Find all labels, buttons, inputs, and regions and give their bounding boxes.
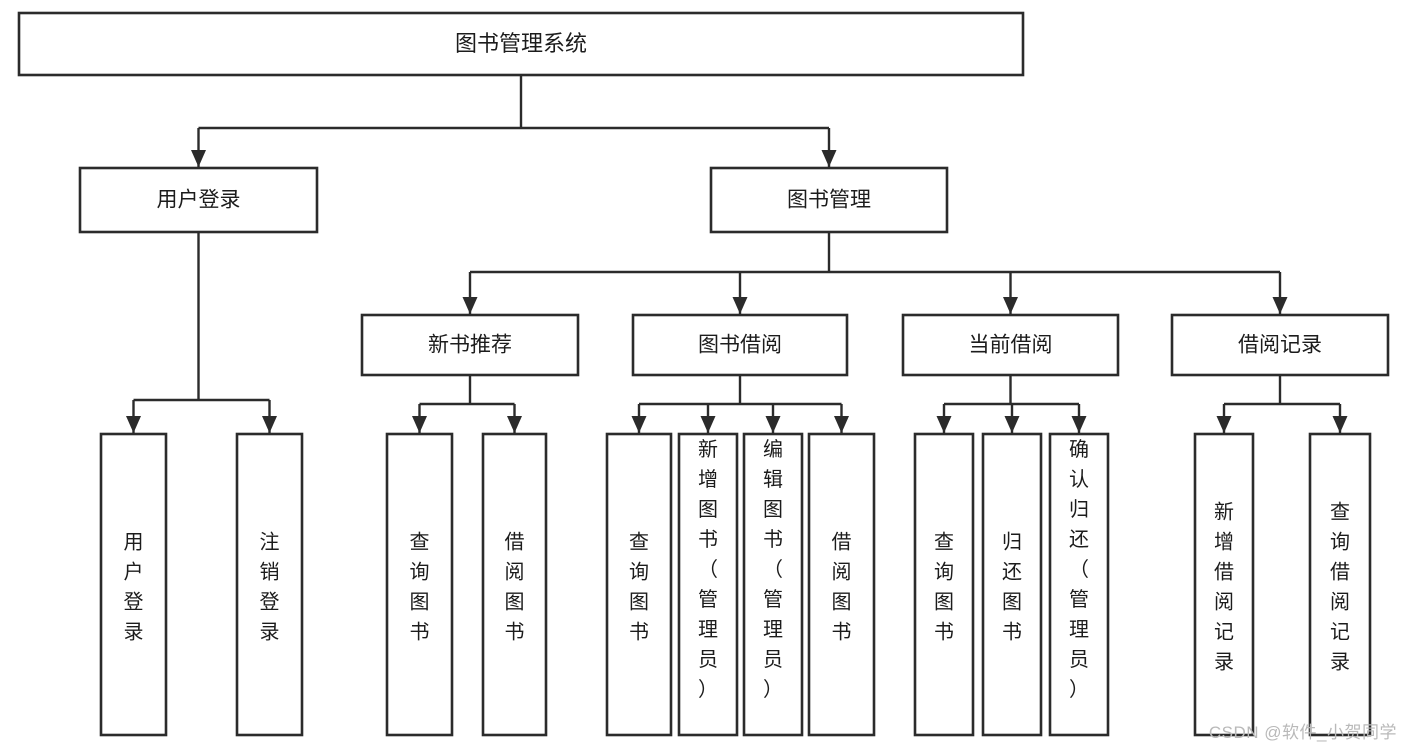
arrow-head-icon (412, 416, 427, 433)
connector-layer (126, 75, 1348, 433)
node-rect (1170, 313, 1390, 377)
leaf-node-e69fa5e8afa2e59bbee4b9a6[interactable]: 查询图书 (913, 432, 975, 737)
leaf-node-e6b3a8e99480e799bbe5bd95[interactable]: 注销登录 (235, 432, 304, 737)
level2-node-e59bbee4b9a6e7aea1e79086[interactable]: 图书管理 (709, 166, 949, 234)
node-layer: 图书管理系统用户登录用户登录注销登录图书管理新书推荐查询图书借阅图书图书借阅查询… (17, 11, 1390, 737)
leaf-node-e696b0e5a29ee59bbee4b9a6[interactable]: 新增图书（管理员） (677, 432, 739, 737)
leaf-node-e5bd92e8bf98e59bbee4b9a6[interactable]: 归还图书 (981, 432, 1043, 737)
arrow-head-icon (1071, 416, 1087, 433)
arrow-head-icon (631, 416, 647, 433)
level3-node-e5809fe99885e8aeb0e5bd95[interactable]: 借阅记录 (1170, 313, 1390, 377)
node-label: 用户登录 (157, 189, 241, 212)
leaf-label: 查询图书 (934, 531, 954, 644)
leaf-node-e5809fe99885e59bbee4b9a6[interactable]: 借阅图书 (807, 432, 876, 737)
node-rect (807, 432, 876, 737)
node-rect (1048, 432, 1110, 737)
node-rect (1308, 432, 1372, 737)
node-rect (385, 432, 454, 737)
level3-node-e5bd93e5898de5809fe99885[interactable]: 当前借阅 (901, 313, 1120, 377)
node-rect (901, 313, 1120, 377)
leaf-node-e69fa5e8afa2e59bbee4b9a6[interactable]: 查询图书 (385, 432, 454, 737)
node-rect (17, 11, 1025, 77)
leaf-label: 借阅图书 (832, 531, 852, 644)
node-rect (631, 313, 849, 377)
level2-node-e794a8e688b7e799bbe5bd95[interactable]: 用户登录 (78, 166, 319, 234)
node-rect (78, 166, 319, 234)
leaf-label: 查询借阅记录 (1330, 501, 1350, 674)
arrow-head-icon (1003, 297, 1018, 314)
leaf-node-e696b0e5a29ee5809fe99885[interactable]: 新增借阅记录 (1193, 432, 1255, 737)
leaf-node-e7a1aee8aea4e5bd92e8bf98[interactable]: 确认归还（管理员） (1048, 432, 1110, 737)
arrow-head-icon (191, 150, 206, 167)
node-rect (605, 432, 673, 737)
arrow-head-icon (126, 416, 141, 433)
node-label: 图书管理系统 (455, 31, 587, 56)
leaf-label: 借阅图书 (505, 531, 525, 644)
arrow-head-icon (821, 150, 837, 167)
leaf-label: 注销登录 (260, 531, 280, 644)
node-rect (913, 432, 975, 737)
arrow-head-icon (1272, 297, 1288, 314)
leaf-label: 新增借阅记录 (1214, 501, 1234, 674)
node-rect (1193, 432, 1255, 737)
node-rect (481, 432, 548, 737)
node-rect (99, 432, 168, 737)
arrow-head-icon (732, 297, 748, 314)
arrow-head-icon (936, 416, 952, 433)
arrow-head-icon (700, 416, 716, 433)
leaf-label: 新增图书（管理员） (698, 438, 718, 701)
arrow-head-icon (462, 297, 478, 314)
leaf-label: 用户登录 (124, 532, 144, 644)
leaf-label: 编辑图书（管理员） (763, 438, 783, 701)
arrow-head-icon (834, 416, 849, 433)
node-rect (235, 432, 304, 737)
root-node-e59bbee4b9a6e7aea1e79086[interactable]: 图书管理系统 (17, 11, 1025, 77)
node-label: 图书借阅 (698, 334, 782, 357)
level3-node-e696b0e4b9a6e68ea8e88d90[interactable]: 新书推荐 (360, 313, 580, 377)
node-label: 当前借阅 (969, 334, 1053, 357)
node-rect (981, 432, 1043, 737)
node-label: 借阅记录 (1238, 334, 1322, 357)
leaf-node-e69fa5e8afa2e59bbee4b9a6[interactable]: 查询图书 (605, 432, 673, 737)
arrow-head-icon (1004, 416, 1020, 433)
leaf-node-e7bc96e8be91e59bbee4b9a6[interactable]: 编辑图书（管理员） (742, 432, 804, 737)
node-rect (742, 432, 804, 737)
leaf-label: 查询图书 (410, 531, 430, 644)
leaf-node-e794a8e688b7e799bbe5bd95[interactable]: 用户登录 (99, 432, 168, 737)
arrow-head-icon (1216, 416, 1232, 433)
node-rect (677, 432, 739, 737)
arrow-head-icon (1332, 416, 1348, 433)
node-label: 新书推荐 (428, 334, 512, 357)
csdn-watermark: CSDN @软件_小贺同学 (1208, 723, 1397, 742)
leaf-label: 查询图书 (629, 531, 649, 644)
node-label: 图书管理 (787, 189, 871, 212)
leaf-label: 确认归还（管理员） (1069, 438, 1089, 701)
arrow-head-icon (507, 416, 522, 433)
node-rect (360, 313, 580, 377)
leaf-label: 归还图书 (1002, 531, 1022, 644)
arrow-head-icon (262, 416, 277, 433)
level3-node-e59bbee4b9a6e5809fe99885[interactable]: 图书借阅 (631, 313, 849, 377)
leaf-node-e69fa5e8afa2e5809fe99885[interactable]: 查询借阅记录 (1308, 432, 1372, 737)
node-rect (709, 166, 949, 234)
arrow-head-icon (765, 416, 781, 433)
leaf-node-e5809fe99885e59bbee4b9a6[interactable]: 借阅图书 (481, 432, 548, 737)
